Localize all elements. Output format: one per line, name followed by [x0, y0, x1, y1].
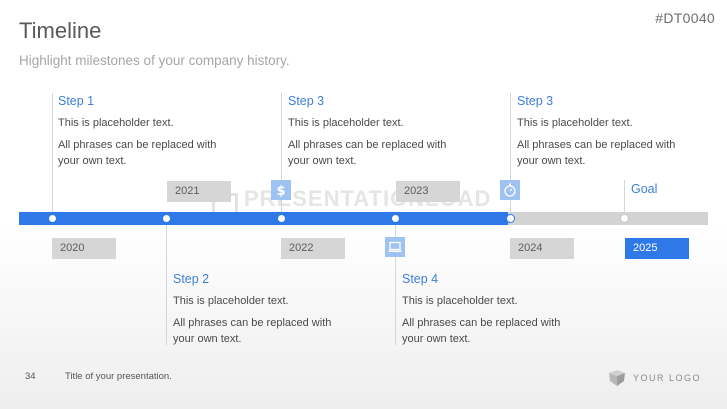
- step-card: Step 3 This is placeholder text. All phr…: [517, 94, 727, 169]
- step-text: All phrases can be replaced with your ow…: [517, 139, 676, 167]
- year-label-2021: 2021: [167, 181, 231, 202]
- timeline-dot: [48, 214, 57, 223]
- slide-title: Timeline: [19, 18, 102, 43]
- year-label-2022: 2022: [281, 238, 345, 259]
- step-title: Step 1: [58, 94, 95, 108]
- timeline-progress: [19, 212, 508, 225]
- year-label-2020: 2020: [52, 238, 116, 259]
- step-title: Step 4: [402, 272, 439, 286]
- goal-label: Goal: [631, 182, 658, 196]
- year-label-2024: 2024: [510, 238, 574, 259]
- timeline-dot: [620, 214, 629, 223]
- connector-line: [52, 93, 53, 219]
- step-card: Step 1 This is placeholder text. All phr…: [58, 94, 278, 169]
- logo-icon: [608, 370, 626, 391]
- step-text: All phrases can be replaced with your ow…: [288, 139, 447, 167]
- step-title: Step 3: [517, 94, 554, 108]
- timeline-dot: [391, 214, 400, 223]
- dollar-icon: $: [271, 180, 291, 200]
- step-text: This is placeholder text.: [173, 295, 289, 307]
- svg-text:$: $: [276, 184, 285, 199]
- connector-line: [281, 93, 282, 219]
- step-text: This is placeholder text.: [402, 295, 518, 307]
- connector-line: [624, 180, 625, 220]
- step-title: Step 3: [288, 94, 325, 108]
- logo-text: YOUR LOGO: [633, 373, 702, 383]
- step-card: Step 4 This is placeholder text. All phr…: [402, 272, 622, 347]
- page-number: 34: [25, 371, 36, 382]
- step-title: Step 2: [173, 272, 210, 286]
- stopwatch-icon: [500, 180, 520, 200]
- footer-title: Title of your presentation.: [65, 371, 172, 382]
- step-text: This is placeholder text.: [58, 117, 174, 129]
- step-card: Step 2 This is placeholder text. All phr…: [173, 272, 393, 347]
- step-text: This is placeholder text.: [517, 117, 633, 129]
- timeline-dot: [506, 214, 515, 223]
- connector-line: [510, 93, 511, 219]
- step-card: Step 3 This is placeholder text. All phr…: [288, 94, 508, 169]
- step-text: This is placeholder text.: [288, 117, 404, 129]
- timeline-dot: [162, 214, 171, 223]
- slide-subtitle: Highlight milestones of your company his…: [19, 53, 290, 68]
- timeline-dot: [277, 214, 286, 223]
- step-text: All phrases can be replaced with your ow…: [173, 317, 332, 345]
- connector-line: [395, 219, 396, 345]
- connector-line: [166, 219, 167, 345]
- year-label-2025: 2025: [625, 238, 689, 259]
- step-text: All phrases can be replaced with your ow…: [402, 317, 561, 345]
- year-label-2023: 2023: [396, 181, 460, 202]
- step-text: All phrases can be replaced with your ow…: [58, 139, 217, 167]
- laptop-icon: [385, 237, 405, 257]
- slide-code: #DT0040: [655, 10, 715, 26]
